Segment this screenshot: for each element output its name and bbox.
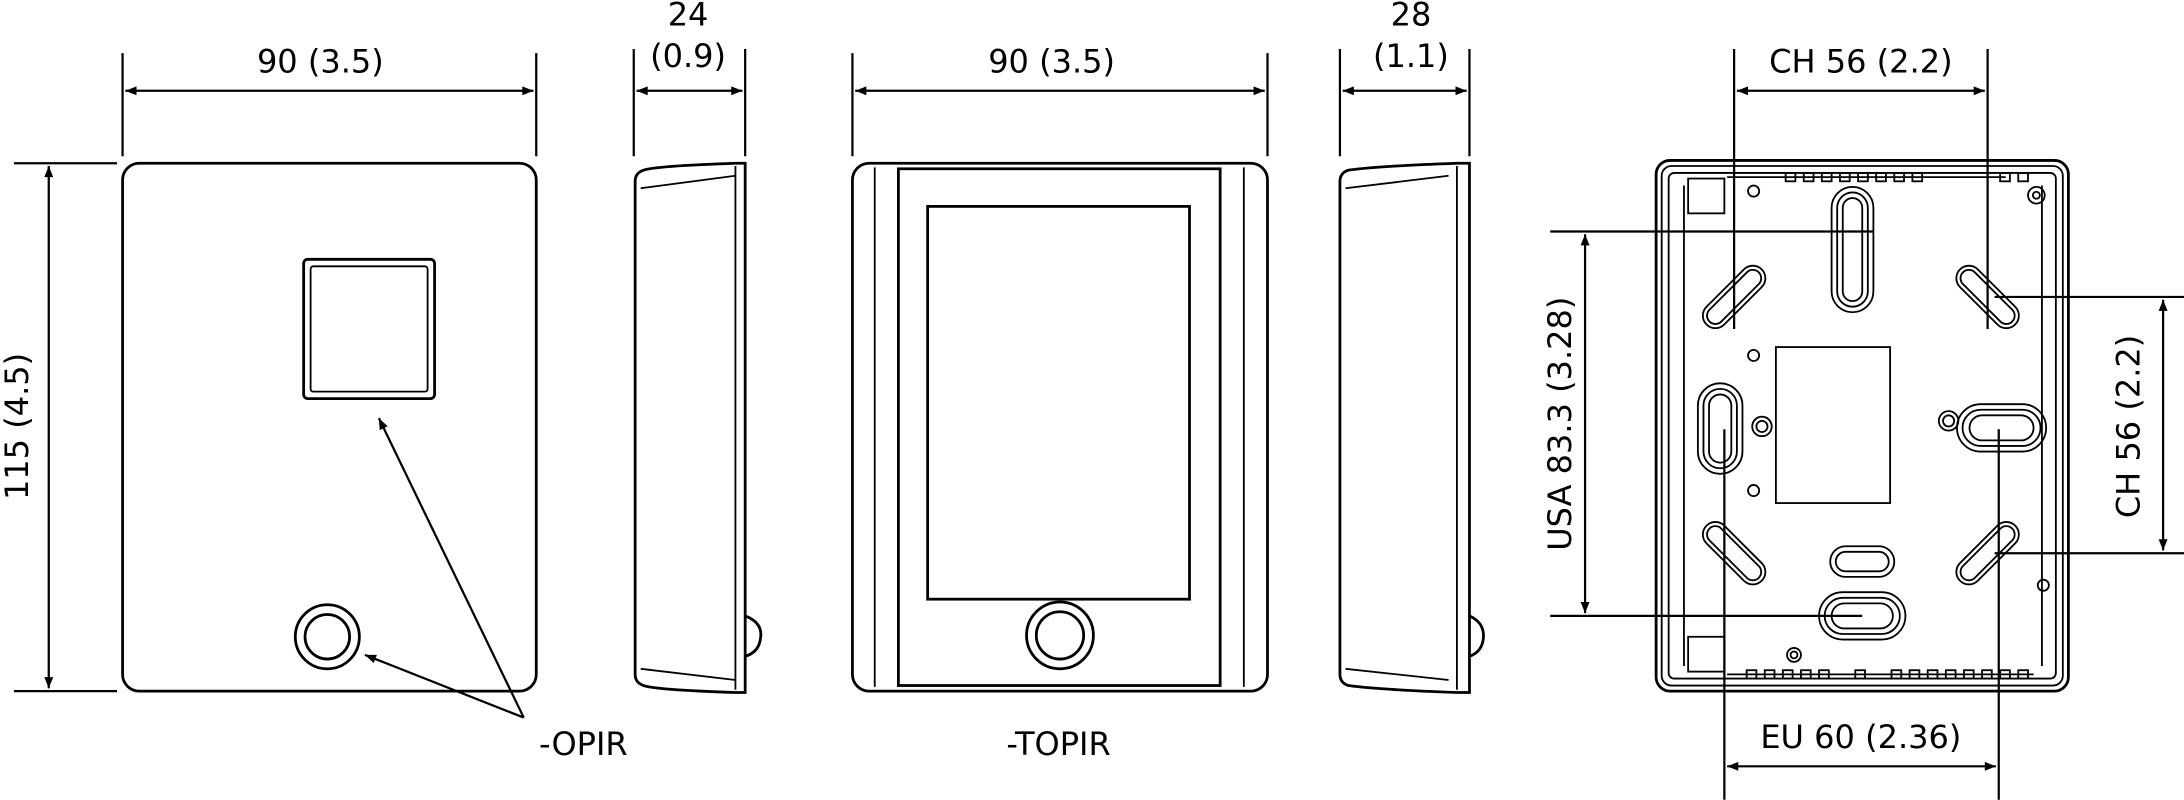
back-bottom-dim-label: EU 60 (2.36) [1760,718,1961,756]
sensor-lens [293,603,361,671]
depth-dim-inch-label: (0.9) [650,37,726,75]
height-dim-label: 115 (4.5) [0,353,36,500]
display-screen [926,205,1191,601]
back-top-dim-label: CH 56 (2.2) [1769,43,1952,81]
opir-label: -OPIR [539,725,628,763]
width-dim-label: 90 (3.5) [988,43,1115,81]
topir-label: -TOPIR [1006,725,1110,763]
front-view-opir: 90 (3.5) 115 (4.5) -OPIR [0,43,628,764]
side-view-opir: 24 (0.9) [632,0,763,694]
front-view-topir: 90 (3.5) -TOPIR [851,43,1269,763]
back-view: CH 56 (2.2) CH 56 (2.2) USA 83.3 (3.28) … [1541,43,2184,800]
depth-dim-label: 28 [1391,0,1432,33]
width-dim-label: 90 (3.5) [257,43,384,81]
depth-dim-label: 24 [668,0,709,33]
side-view-topir: 28 (1.1) [1338,0,1485,694]
depth-dim-inch-label: (1.1) [1373,37,1449,75]
back-left-dim-label: USA 83.3 (3.28) [1541,297,1579,551]
back-right-dim-label: CH 56 (2.2) [2109,335,2147,518]
